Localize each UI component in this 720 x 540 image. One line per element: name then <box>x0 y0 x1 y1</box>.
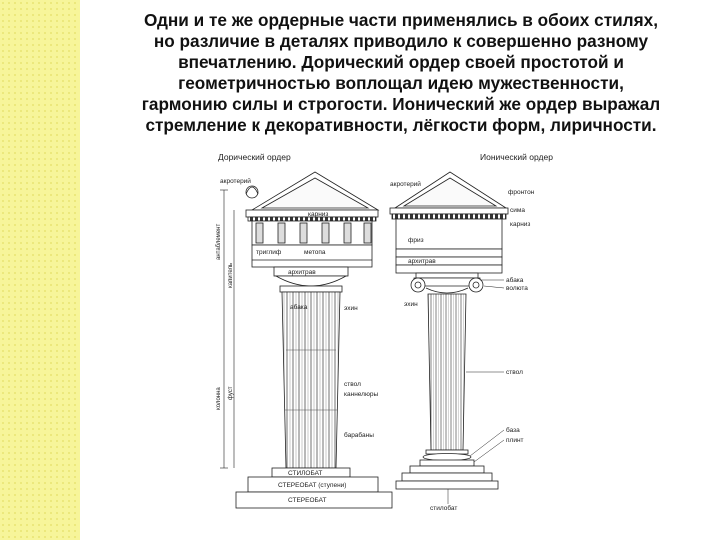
label-metopa: метопа <box>304 249 326 256</box>
label-pediment: фронтон <box>508 189 535 196</box>
slide-text-line: впечатлению. Дорический ордер своей прос… <box>178 52 624 72</box>
label-kanelyury: каннелюры <box>344 391 378 398</box>
ionic-heading: Ионический ордер <box>480 152 553 162</box>
label-stvol-ionic: ствол <box>506 369 523 376</box>
label-sima: сима <box>510 207 525 214</box>
slide-text-line: гармонию силы и строгости. Ионический же… <box>141 94 661 114</box>
label-stilobat-doric: СТИЛОБАТ <box>288 470 322 477</box>
label-stvol-doric: ствол <box>344 381 361 388</box>
decorative-side-band <box>0 0 80 540</box>
slide-text-line: но различие в деталях приводило к соверш… <box>153 31 649 51</box>
label-baza: база <box>506 426 520 434</box>
ionic-order: Ионический ордер <box>389 152 553 512</box>
label-triglif: триглиф <box>256 249 282 256</box>
label-abaka-doric: абака <box>290 303 308 311</box>
label-karniz-ionic: карниз <box>510 221 530 228</box>
label-ehin-doric: эхин <box>344 305 358 312</box>
doric-order: Дорический ордер <box>216 152 393 509</box>
slide-text-line: геометричностью воплощал идею мужественн… <box>178 73 624 93</box>
slide-text-line: Одни и те же ордерные части применялись … <box>144 10 658 30</box>
label-akroterii-doric: акротерий <box>220 177 251 185</box>
orders-diagram: Дорический ордер <box>190 150 590 540</box>
label-arhitrav-doric: архитрав <box>288 269 316 276</box>
label-friz: фриз <box>408 237 424 244</box>
doric-heading: Дорический ордер <box>218 152 291 162</box>
label-kolonna: колонна <box>216 387 222 410</box>
label-plintus: плинт <box>506 437 524 444</box>
label-akroterii-ionic: акротерий <box>390 180 421 188</box>
label-ehin-ionic: эхин <box>404 301 418 308</box>
label-stereobat: СТЕРЕОБАТ <box>288 497 326 504</box>
label-abaka-ionic: абака <box>506 276 524 284</box>
label-arhitrav-ionic: архитрав <box>408 258 436 265</box>
slide-text-line: стремление к декоративности, лёгкости фо… <box>145 115 657 135</box>
label-karniz-doric: карниз <box>308 211 328 218</box>
slide-text: Одни и те же ордерные части применялись … <box>90 10 712 136</box>
label-fust: фуст <box>228 386 234 400</box>
label-baraban: барабаны <box>344 431 374 439</box>
label-kapitel: капитель <box>228 263 234 288</box>
label-volyuta: волюта <box>506 285 528 292</box>
label-stereobat-step: СТЕРЕОБАТ (ступени) <box>278 482 346 489</box>
label-antablement: антаблемент <box>216 224 222 260</box>
label-stilobat-ionic: стилобат <box>430 504 457 512</box>
